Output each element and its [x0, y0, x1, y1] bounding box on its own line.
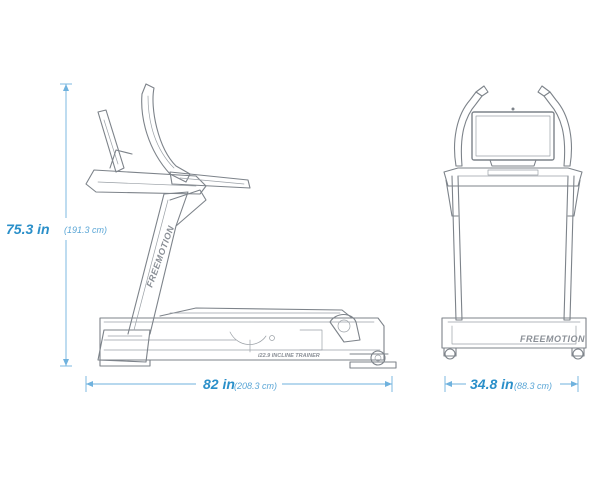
- width-dimension: 34.8 in (88.3 cm): [444, 376, 579, 392]
- length-value: 82 in: [203, 376, 235, 392]
- width-value: 34.8 in: [470, 376, 514, 392]
- length-dimension: 82 in (208.3 cm): [85, 376, 393, 392]
- width-metric: (88.3 cm): [514, 381, 552, 391]
- treadmill-front-view: FREEMOTION: [441, 85, 587, 360]
- side-brand-label: FREEMOTION: [144, 224, 176, 289]
- height-metric: (191.3 cm): [64, 225, 107, 235]
- height-value: 75.3 in: [6, 221, 50, 237]
- treadmill-side-view: FREEMOTION i22.9 INCLINE TRAINER: [85, 83, 397, 369]
- front-brand-label: FREEMOTION: [520, 334, 585, 344]
- height-dimension: 75.3 in (191.3 cm): [6, 83, 107, 367]
- side-model-label: i22.9 INCLINE TRAINER: [258, 353, 320, 359]
- length-metric: (208.3 cm): [234, 381, 277, 391]
